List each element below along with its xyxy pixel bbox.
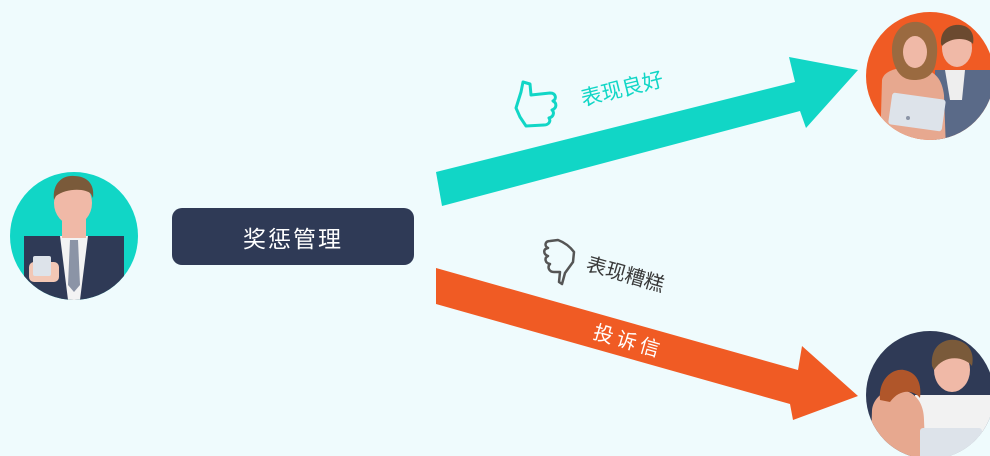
thumbs-up-icon <box>514 80 558 128</box>
bad-performance-arrow <box>436 268 858 420</box>
good-performance-label: 表现良好 <box>578 67 665 111</box>
bad-performance-label: 表现糟糕 <box>584 252 668 297</box>
thumbs-down-icon <box>543 238 576 286</box>
bad-team-avatar <box>866 331 990 456</box>
center-label-box: 奖惩管理 <box>172 208 414 265</box>
good-team-avatar <box>866 12 990 140</box>
center-label-text: 奖惩管理 <box>243 226 343 253</box>
good-performance-arrow <box>436 57 858 206</box>
manager-avatar <box>10 172 138 300</box>
